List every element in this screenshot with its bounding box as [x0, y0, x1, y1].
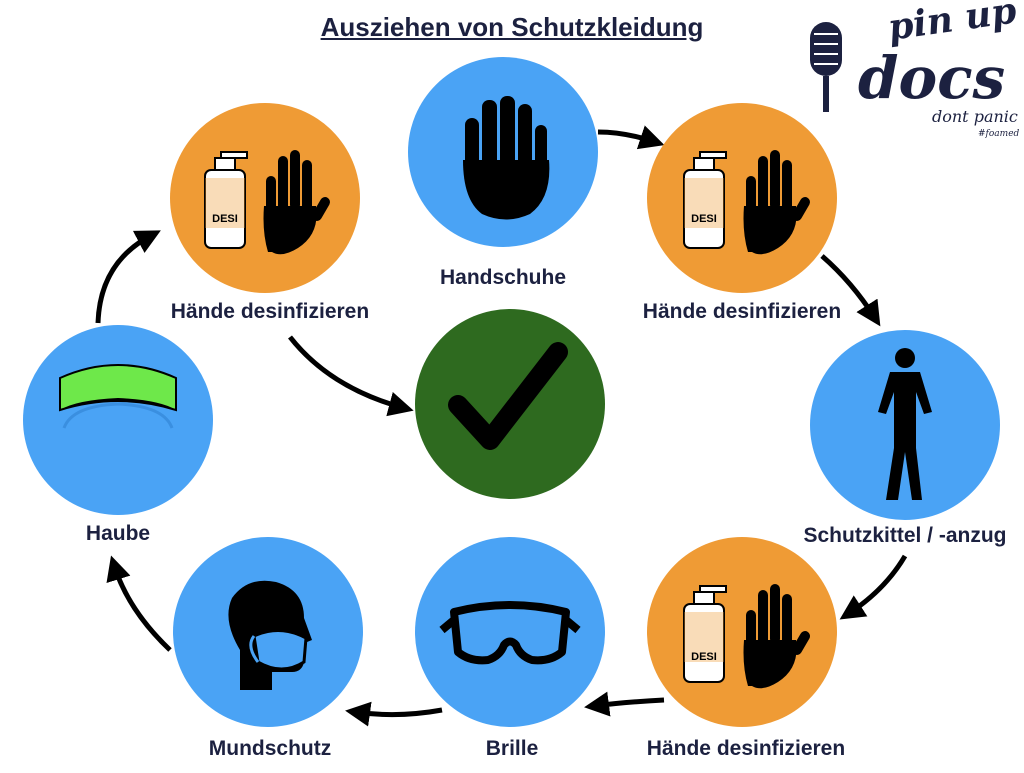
- bottle-icon: [204, 169, 246, 249]
- step-haende-desinfizieren-3: DESI: [170, 103, 360, 293]
- bottle-label: DESI: [691, 213, 717, 225]
- arrow-handschuhe-to-haende: [597, 125, 665, 150]
- step-label-brille: Brille: [485, 737, 539, 760]
- microphone-icon: [810, 22, 842, 112]
- cap-icon: [59, 364, 177, 429]
- bottle-icon: [683, 169, 725, 249]
- step-label-haube: Haube: [85, 522, 151, 545]
- arrow-schutzkittel-to-haende: [839, 554, 908, 620]
- disinfect-hand-icon: DESI: [204, 150, 330, 255]
- disinfect-hand-icon: DESI: [683, 584, 810, 689]
- disinfect-hand-icon: DESI: [683, 150, 810, 255]
- step-label-mundschutz: Mundschutz: [208, 737, 332, 760]
- pump-head: [693, 157, 715, 171]
- arrows: [95, 125, 908, 727]
- page-title: Ausziehen von Schutzkleidung: [320, 12, 704, 42]
- arrow-haende-to-schutzkittel: [820, 254, 881, 327]
- logo-line2: docs: [858, 44, 1005, 112]
- arrow-haende-to-brille: [584, 691, 665, 717]
- step-brille: [415, 537, 605, 727]
- checkmark-icon: [448, 342, 568, 450]
- pinupdocs-logo: pin up docs dont panic #foamed: [810, 0, 1020, 139]
- step-label-haende-desinfizieren-2: Hände desinfizieren: [646, 737, 846, 760]
- center-done: [415, 309, 605, 499]
- logo-tagline: dont panic: [932, 107, 1018, 126]
- glove-hand-icon: [463, 96, 550, 220]
- bottle-icon: [683, 603, 725, 683]
- bottle-label: DESI: [691, 651, 717, 663]
- logo-hashtag: #foamed: [978, 129, 1020, 139]
- step-label-haende-desinfizieren-1: Hände desinfizieren: [642, 300, 842, 323]
- step-label-handschuhe: Handschuhe: [439, 266, 567, 289]
- arrow-haende-to-check: [288, 335, 414, 417]
- mask-head-icon: [228, 580, 312, 690]
- bottle-label: DESI: [212, 213, 238, 225]
- person-silhouette-icon: [878, 348, 932, 500]
- step-handschuhe: [408, 57, 598, 247]
- step-label-haende-desinfizieren-3: Hände desinfizieren: [170, 300, 370, 323]
- arrow-mundschutz-to-haube: [106, 555, 172, 652]
- step-schutzkittel: [810, 330, 1000, 520]
- goggles-icon: [439, 601, 581, 665]
- logo-line1: pin up: [885, 0, 1018, 49]
- step-haube: [23, 325, 213, 515]
- step-haende-desinfizieren-1: DESI: [647, 103, 837, 293]
- arrow-haube-to-haende: [95, 230, 161, 324]
- step-haende-desinfizieren-2: DESI: [647, 537, 837, 727]
- step-mundschutz: [173, 537, 363, 727]
- step-label-schutzkittel: Schutzkittel / -anzug: [803, 524, 1007, 547]
- arrow-brille-to-mundschutz: [345, 701, 443, 727]
